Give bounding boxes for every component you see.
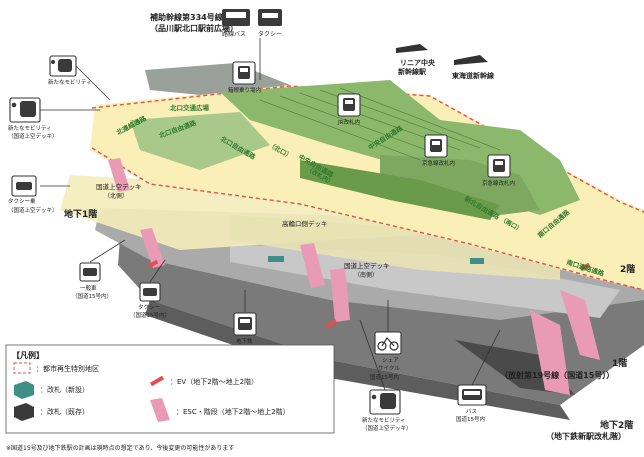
taxi-bottom-label-1: タクシー [138,303,160,311]
new-mobility-bottom-label-1: 新たなモビリティ [362,416,406,424]
floor-1-desc: （放射第19号線（国道15号）） [500,370,614,380]
floor-2-label: 2階 [620,263,635,275]
share-cycle-label-3: 国道15号内 [370,373,399,381]
legend-item-5: ：ESC・階段（地下2階～地上2階） [176,407,290,416]
legend-item-3: ：改札（既存） [40,407,89,416]
new-mobility-left-icon [9,97,41,123]
escalator-4 [330,268,350,322]
legend-item-2: ：改札（新設） [40,385,89,394]
legend-swatch-esc [150,398,170,422]
escalator-6 [560,290,600,360]
new-mobility-top-icon [49,55,77,77]
hakoya-icon [232,61,256,85]
kokudo-deck-kita-label-2: （北側） [104,192,128,200]
legend-swatch-ev [149,375,165,387]
bus-label-2: 国道15号内 [456,415,485,423]
callout-lines [40,65,501,391]
keihin-right-label: 京急線改札内 [482,179,515,187]
new-mobility-left-label-1: 新たなモビリティ [8,124,52,132]
floor-b1-label: 地下1階 [64,208,97,220]
share-cycle-label-1: シェア [382,357,399,364]
highway-label-1: 補助幹線第334号線 [149,12,223,22]
taxi-bottom-label-2: （国道15号内） [130,311,170,319]
jr-gate-icon [337,93,361,117]
ground-floor-deck [230,244,620,318]
subway-label: 地下鉄 [236,337,253,345]
taxi-bottom-icon [139,282,161,302]
tokaido-train-icon [454,55,488,65]
floor-b2-desc: （地下鉄新駅改札階） [546,431,626,441]
linear-train-icon [396,44,428,53]
jr-gate-label: JR改札内 [337,118,360,126]
escalators [108,158,600,395]
ippansha-icon [79,262,101,282]
gates-new [268,256,484,264]
elevators [147,259,591,329]
keihin-gate-right-icon [487,154,511,178]
ev-3 [579,262,591,272]
linear-label-1: リニア中央 [400,58,436,67]
kitaguchi-label: 北口交通広場 [170,103,210,112]
taxi-left-label-1: タクシー乗 [8,197,36,205]
legend-title: 【凡例】 [12,350,44,360]
ev-2 [324,319,338,329]
escalator-5 [530,310,570,395]
ippansha-label-2: （国道15号内） [72,292,112,300]
green-roof-west [130,112,270,170]
bus-label-1: バス [466,408,477,415]
escalator-3 [300,243,325,288]
taxi-top-label: タクシー [258,30,282,38]
new-mobility-top-label: 新たなモビリティ [48,78,92,86]
ev-1 [147,259,159,269]
kokudo-deck-minami-label-2: （南側） [354,271,378,279]
highway-label-2: （品川駅北口駅前広場） [150,23,238,33]
green-roof-band [300,160,500,220]
route-bus-label: 路線バス [222,30,246,38]
hakoya-label: 箱根乗り場内 [228,86,261,94]
taxi-left-label-2: （国道上空デッキ） [8,206,58,214]
escalator-2 [140,228,165,268]
share-cycle-icon [374,331,402,355]
legend-item-1: ：都市再生特別地区 [36,364,99,373]
floor-b2-label: 地下2階 [600,419,633,431]
legend-box [5,344,335,434]
kokudo-deck-minami-label-1: 国道上空デッキ [344,261,390,270]
floor-1-label: 1階 [612,357,627,369]
kokudo-deck-kita-label-1: 国道上空デッキ [96,182,142,191]
ippansha-label-1: 一般車 [80,284,97,292]
legend-item-4: ：EV（地下2階～地上2階） [170,377,258,386]
legend-swatch-existing-gate [14,403,34,421]
linear-label-2: 新幹線駅 [398,67,427,76]
tokaido-label: 東海道新幹線 [452,71,494,80]
keihin-gate-icon [424,134,448,158]
special-district-outline-lower [91,147,644,291]
special-district-outline [91,85,644,213]
share-cycle-label-2: サイクル [378,365,400,372]
subway-icon [233,312,257,336]
bus-icon [457,384,487,406]
keihin-gate-label: 京急線改札内 [422,159,455,167]
taxi-left-icon [11,175,37,197]
minami-deck-label: 高輪口側デッキ [282,219,328,228]
footnote: ※国道15号及び地下鉄駅の計画は現時点の想定であり、今後変更の可能性があります [6,444,234,452]
legend-swatch-special-district [13,362,31,374]
new-mobility-bottom-icon [369,389,401,415]
new-mobility-bottom-label-2: （国道上空デッキ） [362,424,412,432]
escalator-1 [108,158,130,192]
new-mobility-left-label-2: （国道上空デッキ） [8,132,58,140]
legend-swatch-new-gate [14,381,34,399]
